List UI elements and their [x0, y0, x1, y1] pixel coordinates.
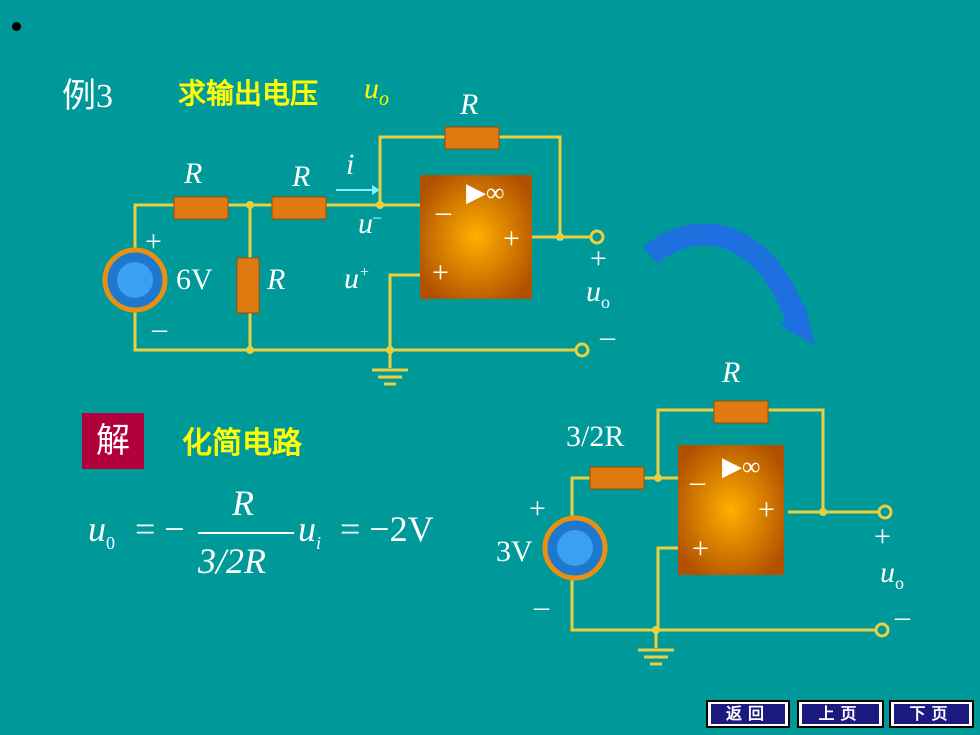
source-voltage: 6V	[176, 263, 213, 296]
u-plus-label: u+	[344, 262, 370, 295]
back-button[interactable]: 返回	[706, 700, 790, 728]
fraction-bar	[198, 532, 294, 534]
out-plus: +	[590, 242, 607, 275]
c2-opamp-minus: –	[690, 465, 705, 498]
formula-numerator: R	[232, 483, 254, 523]
source-minus: –	[152, 312, 167, 345]
out-label: uo	[586, 275, 610, 312]
c2-opamp-plus-out: +	[758, 493, 775, 526]
task-variable: uo	[364, 72, 389, 110]
c2-source-plus: +	[529, 492, 546, 525]
opamp-symbol: ▶∞	[466, 178, 505, 207]
c2-out-minus: –	[895, 600, 910, 633]
formula-ui: ui	[298, 509, 322, 554]
bullet-dot	[12, 22, 21, 31]
c2-input-resistor-label: 3/2R	[566, 420, 625, 453]
simplify-text: 化简电路	[182, 426, 302, 461]
c2-source-voltage: 3V	[496, 535, 533, 568]
c2-opamp-plus-in: +	[692, 532, 709, 565]
c2-source-minus: –	[534, 590, 549, 623]
resistor-2-label: R	[292, 160, 311, 193]
opamp-minus: –	[436, 195, 451, 228]
source-plus: +	[145, 225, 162, 258]
shunt-resistor-label: R	[267, 263, 286, 296]
formula-eq1: = −	[135, 509, 185, 549]
opamp-plus-in: +	[432, 256, 449, 289]
c2-out-plus: +	[874, 520, 891, 553]
resistor-1-label: R	[184, 157, 203, 190]
out-minus: –	[600, 320, 615, 353]
u-minus-label: u–	[358, 207, 381, 240]
example-label: 例3	[62, 78, 113, 115]
c2-opamp-symbol: ▶∞	[722, 452, 761, 481]
formula-result: = −2V	[340, 509, 434, 549]
next-page-button[interactable]: 下页	[889, 700, 974, 728]
opamp-plus-out: +	[503, 222, 520, 255]
c2-feedback-resistor-label: R	[722, 356, 741, 389]
formula-denominator: 3/2R	[198, 541, 266, 581]
current-label: i	[346, 148, 355, 181]
prev-page-button[interactable]: 上页	[797, 700, 884, 728]
c2-out-label: uo	[880, 556, 904, 593]
solve-label: 解	[82, 413, 144, 469]
formula-lhs: u0	[88, 509, 115, 554]
feedback-resistor-label: R	[460, 88, 479, 121]
task-text: 求输出电压	[178, 77, 319, 110]
